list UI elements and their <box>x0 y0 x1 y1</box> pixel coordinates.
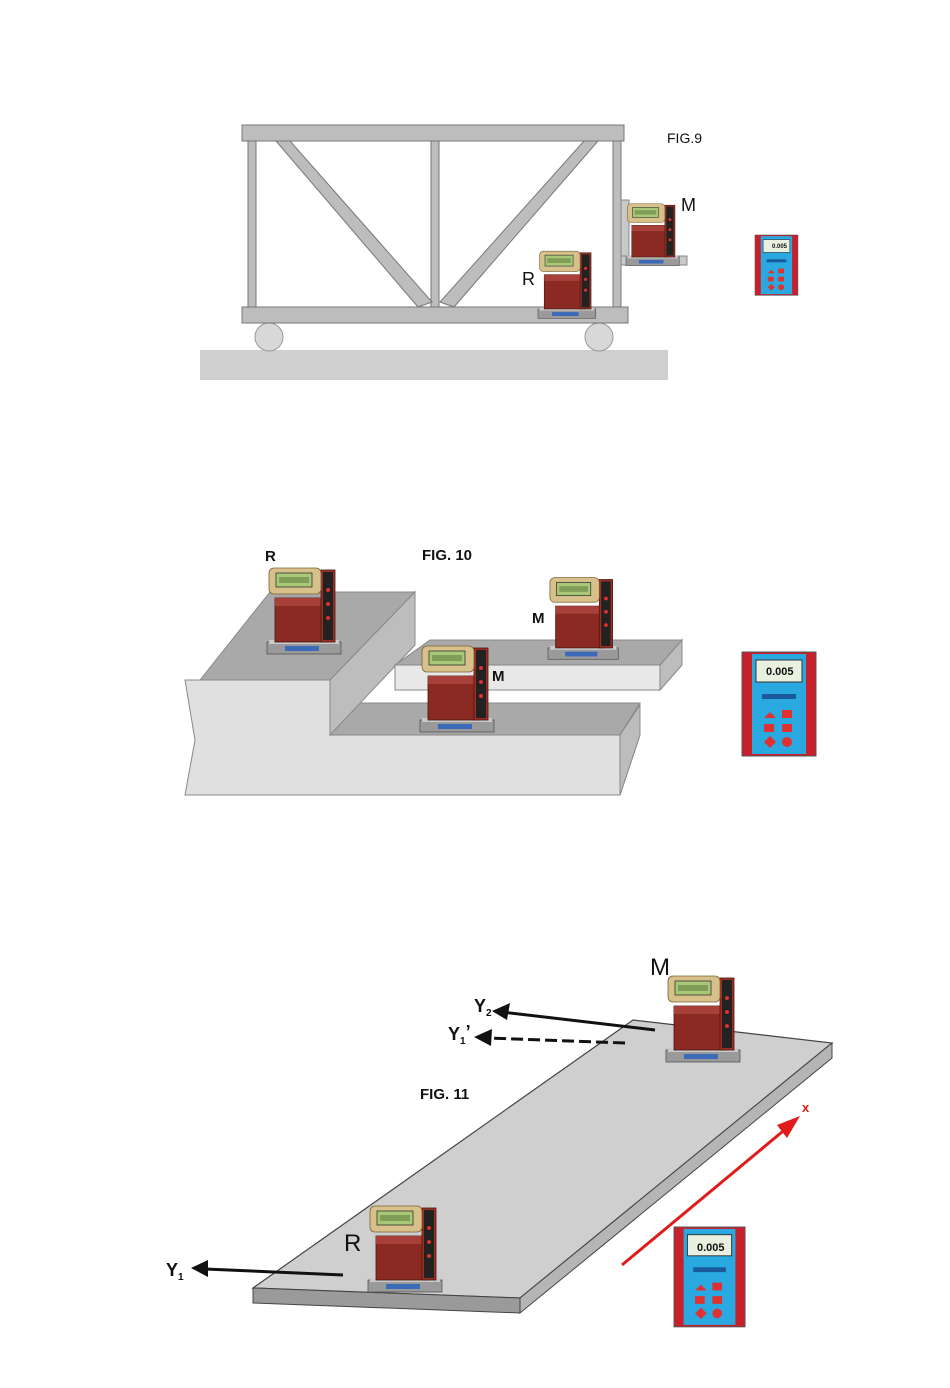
fig10-label-r: R <box>265 548 276 565</box>
fig10-diagram: FIG. 10 R M M 0.005 <box>185 547 816 795</box>
fig10-controller-display: 0.005 <box>766 666 794 678</box>
fig11-diagram: FIG. 11 M R Y2 Y1’ Y1 x 0.005 <box>166 954 832 1327</box>
fig9-diagram: FIG.9 M R 0.005 <box>200 125 798 380</box>
fig9-wheel-left <box>255 323 283 351</box>
fig10-label-m-top: M <box>532 610 545 627</box>
fig10-level-m-top-icon <box>548 578 618 660</box>
fig10-level-r-icon <box>267 568 341 654</box>
fig11-label-m: M <box>650 954 670 981</box>
fig9-level-m-icon <box>626 204 679 266</box>
fig11-caption: FIG. 11 <box>420 1086 469 1103</box>
fig9-floor <box>200 350 668 380</box>
fig11-controller-display: 0.005 <box>697 1242 725 1254</box>
fig11-label-y2: Y2 <box>474 996 492 1019</box>
fig9-level-r-icon <box>538 251 596 318</box>
fig11-label-r: R <box>344 1230 361 1257</box>
fig10-caption: FIG. 10 <box>422 547 472 564</box>
fig11-label-x: x <box>802 1100 810 1115</box>
fig10-label-m-bottom: M <box>492 668 505 685</box>
fig9-label-m: M <box>681 195 696 215</box>
fig9-label-r: R <box>522 269 535 289</box>
fig9-wheel-right <box>585 323 613 351</box>
fig11-level-r-icon <box>368 1206 442 1292</box>
fig9-caption: FIG.9 <box>667 130 702 146</box>
fig9-controller-display: 0.005 <box>772 244 788 250</box>
fig11-level-m-icon <box>666 976 740 1062</box>
fig11-label-y1prime: Y1’ <box>448 1022 471 1047</box>
fig10-level-m-bottom-icon <box>420 646 494 732</box>
fig11-label-y1: Y1 <box>166 1260 184 1283</box>
